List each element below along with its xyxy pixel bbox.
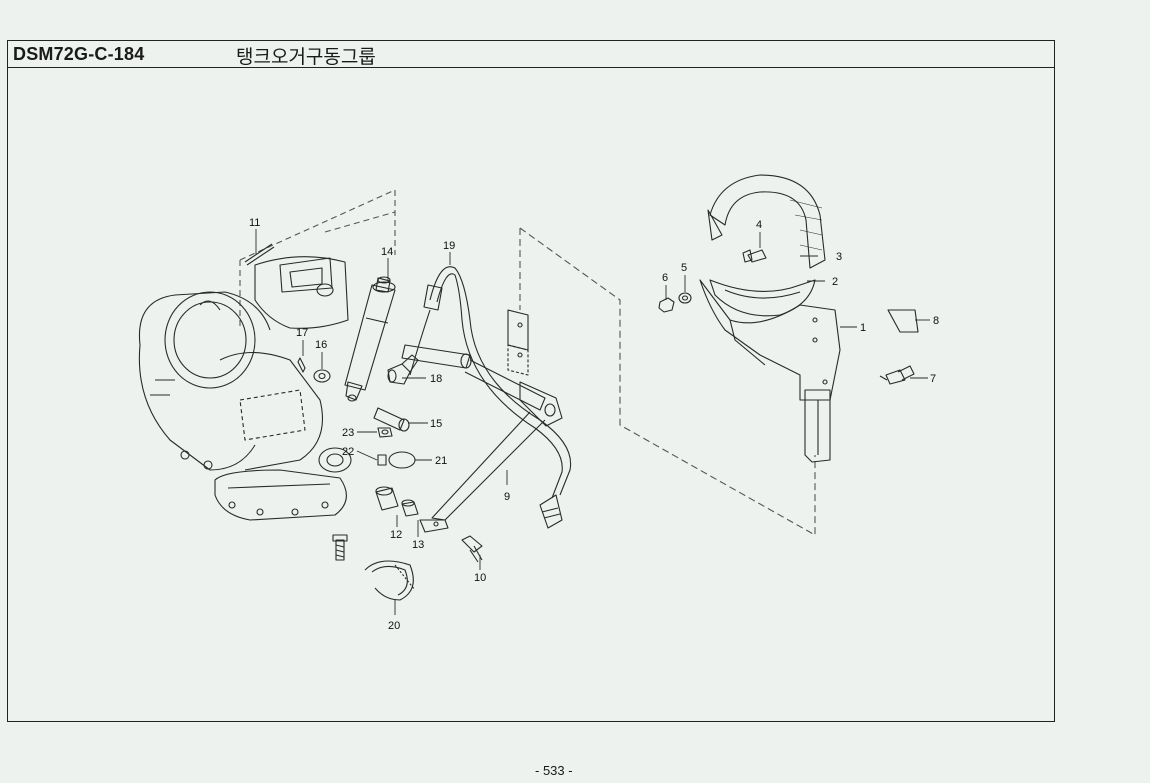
callout-20: 20 (388, 620, 400, 632)
part-group-code: DSM72G-C-184 (13, 44, 145, 64)
callout-14: 14 (381, 246, 393, 258)
housing-bolt (332, 534, 348, 561)
nut-6 (658, 297, 675, 313)
callout-8: 8 (933, 315, 939, 327)
callout-21: 21 (435, 455, 447, 467)
hydraulic-hose (409, 266, 572, 529)
hydraulic-cylinder (344, 276, 396, 402)
washer-5 (678, 292, 692, 304)
callout-13: 13 (412, 539, 424, 551)
callout-5: 5 (681, 262, 687, 274)
bolt-4 (747, 249, 767, 263)
curved-guard-plate (709, 279, 816, 317)
callout-4: 4 (756, 219, 762, 231)
callout-11: 11 (249, 217, 260, 229)
bracket-block (507, 309, 529, 376)
bushings (375, 486, 419, 517)
callout-labels: 1 2 3 4 5 6 7 8 9 10 11 12 13 14 15 16 1… (249, 217, 939, 632)
callout-10: 10 (474, 572, 486, 584)
callout-19: 19 (443, 240, 455, 252)
callout-12: 12 (390, 529, 402, 541)
guard-bracket (699, 279, 841, 463)
callout-7: 7 (930, 373, 936, 385)
cotter-pin-long (244, 243, 275, 266)
callout-17: 17 (296, 327, 308, 339)
wing-bolt (879, 365, 915, 385)
pin (373, 407, 410, 432)
header-bar: DSM72G-C-184 탱크오거구동그룹 (8, 41, 1054, 68)
callout-3: 3 (836, 251, 842, 263)
washer (313, 369, 331, 383)
page-number: - 533 - (535, 763, 573, 778)
belt-strap (707, 174, 826, 269)
lever-arm (401, 344, 563, 533)
cotter-pin (297, 357, 306, 373)
band-clamp (364, 560, 416, 601)
callout-9: 9 (504, 491, 510, 503)
callout-23: 23 (342, 427, 354, 439)
cover-plate (887, 309, 919, 333)
small-hardware (377, 427, 416, 469)
callout-2: 2 (832, 276, 838, 288)
drawing-frame: DSM72G-C-184 탱크오거구동그룹 (7, 40, 1055, 722)
callout-15: 15 (430, 418, 442, 430)
leader-lines (255, 229, 930, 615)
lever-bolt (461, 535, 483, 563)
callout-1: 1 (860, 322, 866, 334)
callout-22: 22 (342, 446, 354, 458)
part-group-title: 탱크오거구동그룹 (236, 46, 376, 68)
callout-16: 16 (315, 339, 327, 351)
callout-18: 18 (430, 373, 442, 385)
callout-6: 6 (662, 272, 668, 284)
gearbox-housing (138, 189, 396, 521)
